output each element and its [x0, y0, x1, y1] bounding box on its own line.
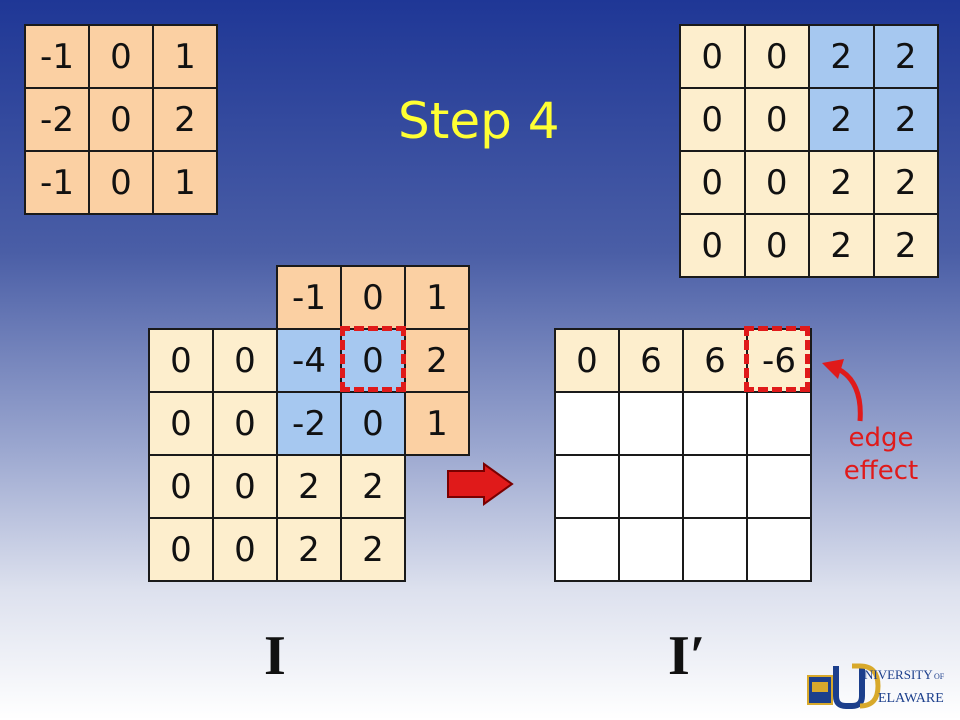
overlay-cell: 1 [404, 391, 470, 456]
output-cell [746, 517, 812, 582]
image-cell: 0 [679, 213, 746, 278]
image-cell: 2 [872, 213, 939, 278]
output-cell [618, 454, 684, 519]
kernel-cell: 1 [152, 150, 218, 215]
image-cell: 2 [808, 150, 875, 215]
image-cell: 2 [340, 517, 406, 582]
output-cell [746, 454, 812, 519]
image-cell: 0 [148, 328, 214, 393]
overlay-cell: 1 [404, 265, 470, 330]
image-cell: 0 [148, 391, 214, 456]
kernel-cell: 0 [88, 87, 154, 152]
output-cell: 0 [554, 328, 620, 393]
kernel-cell: 0 [88, 150, 154, 215]
image-cell: 2 [872, 87, 939, 152]
image-cell: 0 [679, 87, 746, 152]
image-cell: 2 [872, 150, 939, 215]
output-variable-label: I′ [668, 625, 706, 687]
output-cell [554, 454, 620, 519]
kernel-cell: -1 [24, 150, 90, 215]
output-cell [554, 391, 620, 456]
output-cell [682, 517, 748, 582]
overlay-cell: 2 [404, 328, 470, 393]
kernel-cell: -2 [24, 87, 90, 152]
image-cell: 2 [276, 517, 342, 582]
image-cell: 2 [808, 87, 875, 152]
image-cell: 0 [679, 24, 746, 89]
output-cell: 6 [618, 328, 684, 393]
kernel-cell: 0 [88, 24, 154, 89]
output-cell [682, 391, 748, 456]
output-cell [554, 517, 620, 582]
logo-wordmark-bottom: ELAWARE [878, 691, 944, 706]
output-cell-highlight [744, 326, 810, 392]
kernel-cell: 1 [152, 24, 218, 89]
edge-label-line: effect [843, 456, 919, 486]
kernel-cell: -1 [24, 24, 90, 89]
image-cell: 0 [212, 391, 278, 456]
output-cell [682, 454, 748, 519]
image-cell: 0 [743, 213, 810, 278]
overlay-cell: -2 [276, 391, 342, 456]
image-cell: 0 [212, 454, 278, 519]
image-cell: 2 [808, 24, 875, 89]
image-cell: 0 [679, 150, 746, 215]
overlay-cell: -1 [276, 265, 342, 330]
image-cell: 0 [148, 517, 214, 582]
edge-label-line: edge [848, 423, 914, 453]
overlay-cell: 0 [340, 328, 406, 393]
edge-effect-label: edge effect [836, 422, 926, 488]
kernel-cell: 2 [152, 87, 218, 152]
image-cell: 0 [743, 150, 810, 215]
image-cell: 0 [148, 454, 214, 519]
image-cell: 2 [872, 24, 939, 89]
logo-wordmark-top: NIVERSITY [864, 667, 933, 682]
output-cell: 6 [682, 328, 748, 393]
image-cell: 2 [276, 454, 342, 519]
overlay-cell: -4 [276, 328, 342, 393]
logo-wordmark-of: OF [934, 672, 945, 681]
image-cell: 2 [340, 454, 406, 519]
image-cell: 0 [212, 517, 278, 582]
right-arrow-icon [447, 462, 514, 506]
university-logo: NIVERSITY OF ELAWARE [806, 662, 946, 710]
overlay-cell: 0 [340, 391, 406, 456]
image-cell: 2 [808, 213, 875, 278]
university-seal-icon: NIVERSITY OF ELAWARE [807, 663, 945, 709]
output-cell [746, 391, 812, 456]
slide-title: Step 4 [398, 92, 560, 150]
output-cell [618, 391, 684, 456]
input-variable-label: I [264, 625, 286, 687]
image-cell: 0 [212, 328, 278, 393]
overlay-cell: 0 [340, 265, 406, 330]
image-cell: 0 [743, 24, 810, 89]
curved-arrow-icon [822, 359, 863, 422]
image-cell: 0 [743, 87, 810, 152]
kernel-center-highlight [340, 326, 406, 392]
output-cell [618, 517, 684, 582]
